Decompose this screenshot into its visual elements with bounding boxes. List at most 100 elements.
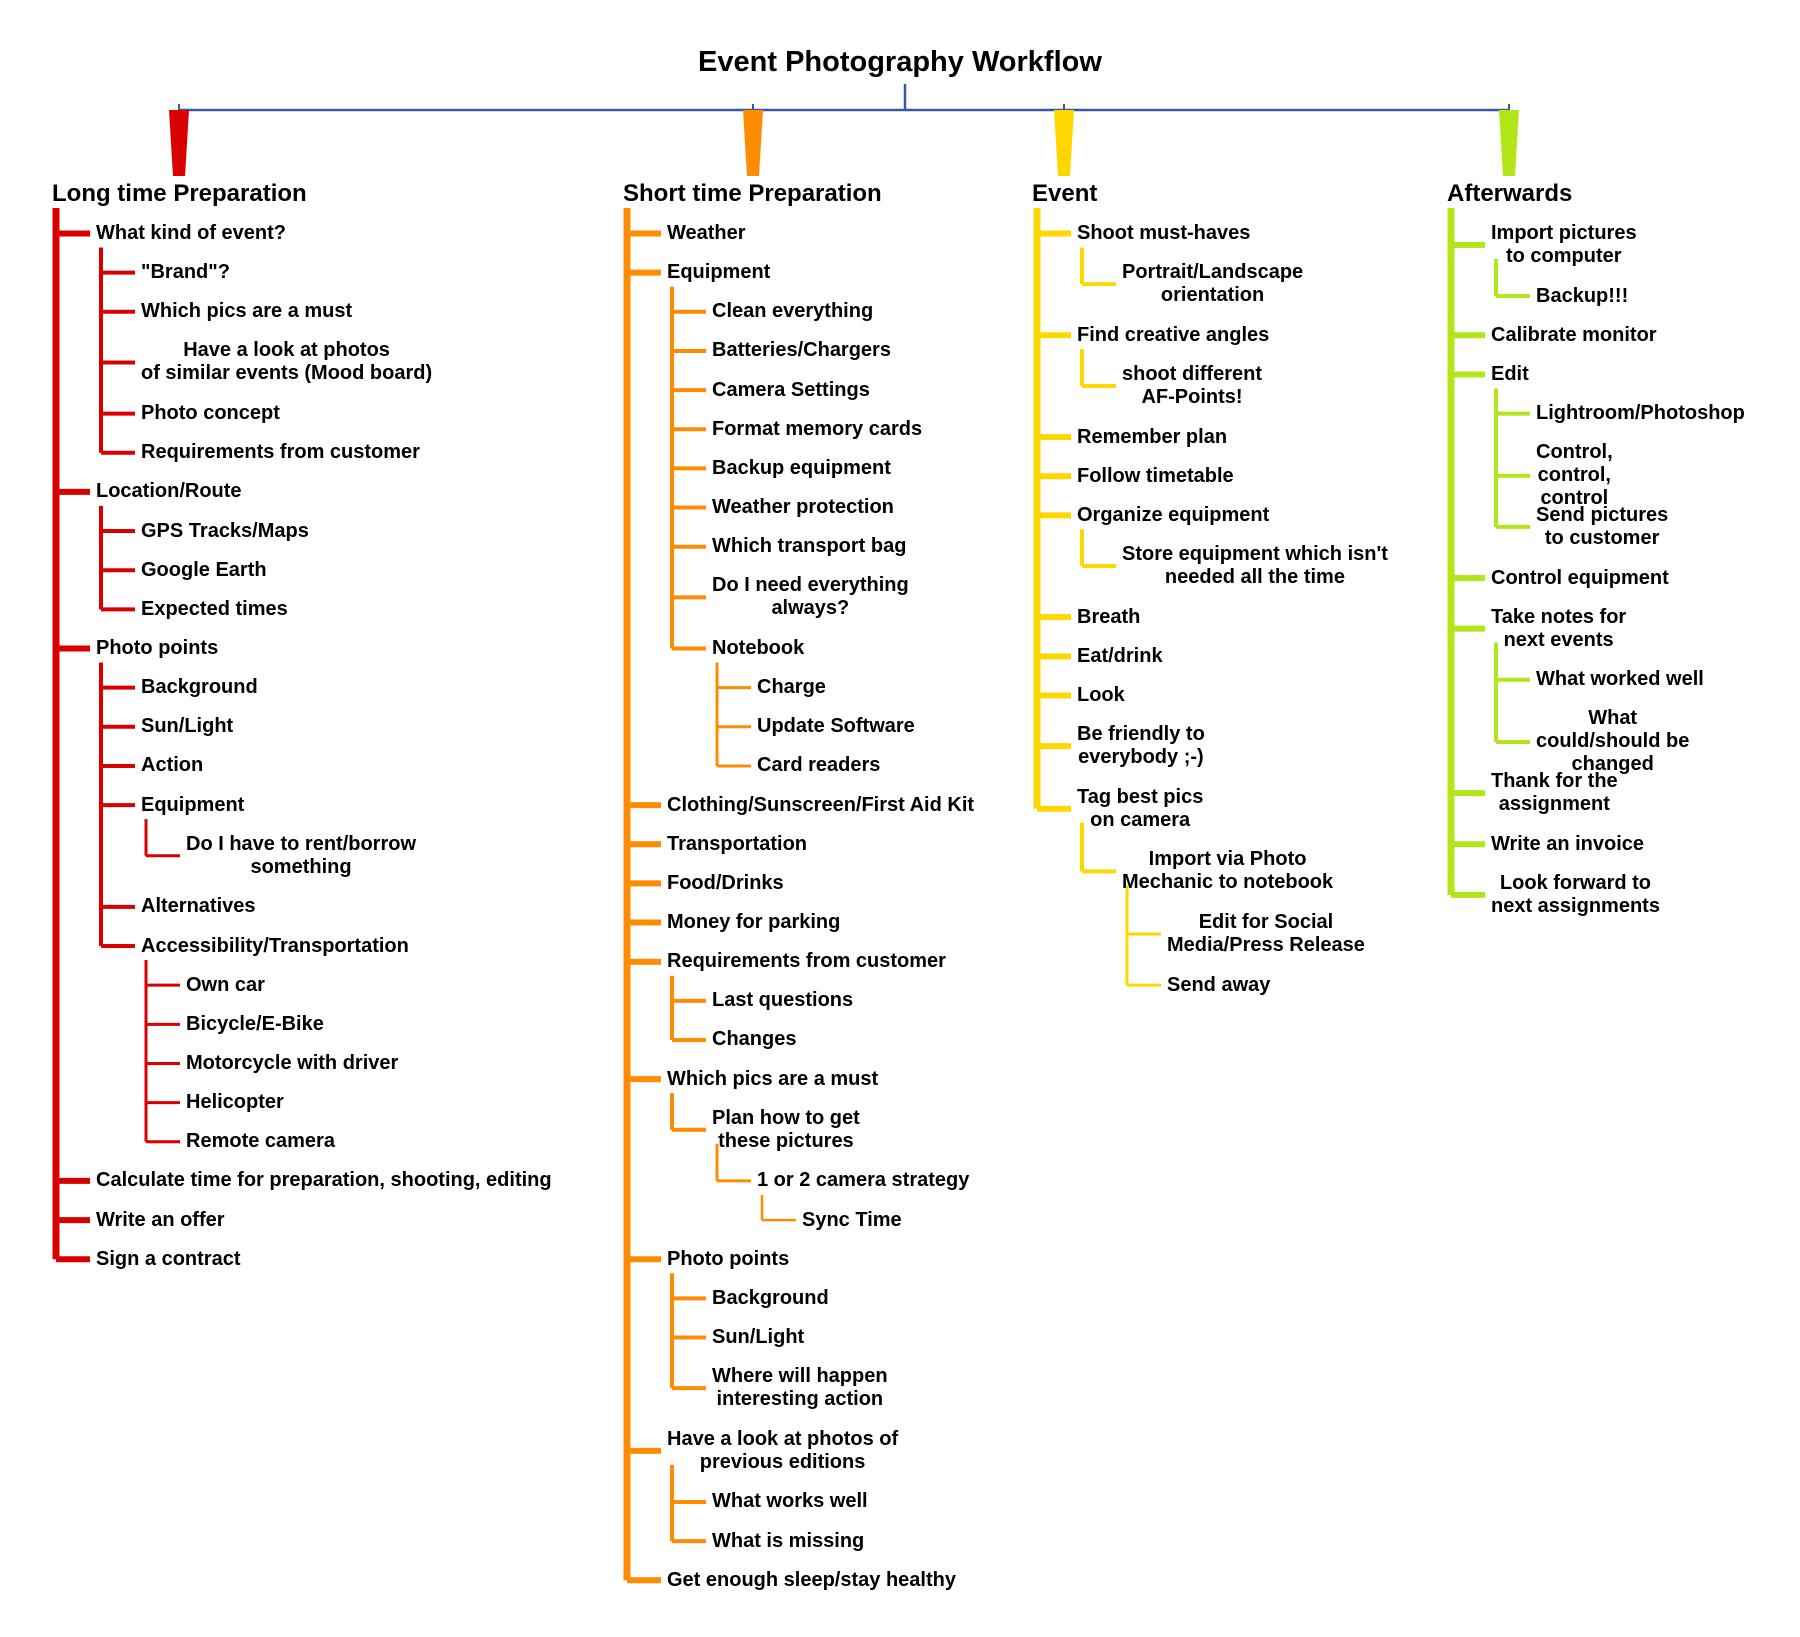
topic-node: Look forward to next assignments <box>1491 871 1660 917</box>
topic-node: Location/Route <box>96 480 242 503</box>
subtopic-node: Send away <box>1167 973 1271 996</box>
subtopic-node: What could/should be changed <box>1536 707 1690 776</box>
branch-marker <box>169 110 189 176</box>
subtopic-node: Clean everything <box>712 300 874 323</box>
subtopic-node: Batteries/Chargers <box>712 339 891 362</box>
topic-node: Get enough sleep/stay healthy <box>667 1568 956 1591</box>
subtopic-node: Background <box>141 676 258 699</box>
subtopic-node: Do I have to rent/borrow something <box>186 832 417 878</box>
subtopic-node: Remote camera <box>186 1130 335 1153</box>
topic-node: Food/Drinks <box>667 871 784 894</box>
subtopic-node: Do I need everything always? <box>712 574 909 620</box>
topic-node: Transportation <box>667 832 808 855</box>
topic-node: Control equipment <box>1491 566 1669 589</box>
subtopic-node: Sun/Light <box>712 1326 805 1349</box>
topic-node: Requirements from customer <box>667 950 946 973</box>
topic-node: Photo points <box>96 636 219 659</box>
subtopic-node: Backup!!! <box>1536 284 1629 307</box>
subtopic-node: Expected times <box>141 597 288 620</box>
subtopic-node: Have a look at photos of similar events … <box>141 339 433 385</box>
topic-node: Take notes for next events <box>1491 605 1627 651</box>
subtopic-node: 1 or 2 camera strategy <box>757 1169 970 1192</box>
subtopic-node: Portrait/Landscape orientation <box>1122 261 1304 307</box>
topic-node: Have a look at photos of previous editio… <box>667 1427 899 1473</box>
subtopic-node: "Brand"? <box>141 261 230 284</box>
subtopic-node: Which transport bag <box>712 535 907 558</box>
topic-node: Follow timetable <box>1077 464 1234 487</box>
subtopic-node: Camera Settings <box>712 378 870 401</box>
subtopic-node: Sync Time <box>802 1208 902 1231</box>
topic-node: Photo points <box>667 1247 790 1270</box>
diagram-title: Event Photography Workflow <box>698 46 1102 78</box>
subtopic-node: Update Software <box>757 715 915 738</box>
subtopic-node: Send pictures to customer <box>1536 503 1669 549</box>
topic-node: Calculate time for preparation, shooting… <box>96 1169 552 1192</box>
topic-node: Write an invoice <box>1491 832 1645 855</box>
topic-node: Money for parking <box>667 911 841 934</box>
subtopic-node: Background <box>712 1286 829 1309</box>
branch-label: Afterwards <box>1447 180 1573 207</box>
topic-node: Import pictures to computer <box>1491 222 1637 267</box>
subtopic-node: Action <box>141 754 204 777</box>
topic-node: Write an offer <box>96 1208 225 1231</box>
subtopic-node: Sun/Light <box>141 715 234 738</box>
subtopic-node: Import via Photo Mechanic to notebook <box>1122 848 1334 894</box>
topic-node: Organize equipment <box>1077 503 1270 526</box>
subtopic-node: Plan how to get these pictures <box>712 1106 860 1152</box>
topic-node: Sign a contract <box>96 1247 241 1270</box>
branch-label: Short time Preparation <box>623 180 882 207</box>
subtopic-node: Control, control, control <box>1536 441 1613 510</box>
subtopic-node: Charge <box>757 676 826 699</box>
subtopic-node: Format memory cards <box>712 417 923 440</box>
subtopic-node: Bicycle/E-Bike <box>186 1012 324 1035</box>
topic-node: Which pics are a must <box>667 1067 879 1090</box>
subtopic-node: Changes <box>712 1028 797 1051</box>
topic-node: Look <box>1077 683 1125 706</box>
topic-node: Eat/drink <box>1077 644 1163 667</box>
subtopic-node: GPS Tracks/Maps <box>141 519 309 542</box>
topic-node: Find creative angles <box>1077 323 1270 346</box>
subtopic-node: What is missing <box>712 1529 865 1552</box>
topic-node: Clothing/Sunscreen/First Aid Kit <box>667 793 975 816</box>
subtopic-node: Accessibility/Transportation <box>141 934 409 957</box>
topic-node: Calibrate monitor <box>1491 323 1657 346</box>
subtopic-node: Where will happen interesting action <box>712 1365 888 1411</box>
topic-node: Weather <box>667 222 746 244</box>
topic-node: Breath <box>1077 605 1141 628</box>
branch-label: Long time Preparation <box>52 180 307 207</box>
subtopic-node: What worked well <box>1536 668 1704 691</box>
subtopic-node: Requirements from customer <box>141 441 420 464</box>
subtopic-node: Edit for Social Media/Press Release <box>1167 911 1365 957</box>
topic-node: Remember plan <box>1077 425 1228 448</box>
subtopic-node: Equipment <box>141 793 245 816</box>
subtopic-node: Own car <box>186 973 265 996</box>
topic-node: Edit <box>1491 362 1529 385</box>
topic-node: Tag best pics on camera <box>1077 785 1204 831</box>
subtopic-node: Alternatives <box>141 895 256 918</box>
subtopic-node: Store equipment which isn't needed all t… <box>1122 543 1388 589</box>
branch-label: Event <box>1032 180 1098 207</box>
topic-node: Equipment <box>667 261 771 284</box>
branch-marker <box>1054 110 1074 176</box>
branch-marker <box>1499 110 1519 176</box>
subtopic-node: Lightroom/Photoshop <box>1536 402 1745 425</box>
subtopic-node: Photo concept <box>141 402 280 425</box>
topic-node: Thank for the assignment <box>1491 770 1618 816</box>
branch-marker <box>743 110 763 176</box>
subtopic-node: shoot different AF-Points! <box>1122 362 1262 408</box>
topic-node: Be friendly to everybody ;-) <box>1077 723 1205 769</box>
subtopic-node: Motorcycle with driver <box>186 1051 399 1074</box>
subtopic-node: What works well <box>712 1490 868 1513</box>
subtopic-node: Last questions <box>712 989 854 1012</box>
subtopic-node: Notebook <box>712 636 805 659</box>
subtopic-node: Helicopter <box>186 1091 284 1114</box>
subtopic-node: Google Earth <box>141 558 267 581</box>
topic-node: What kind of event? <box>96 222 286 244</box>
topic-node: Shoot must-haves <box>1077 222 1251 244</box>
subtopic-node: Backup equipment <box>712 456 891 479</box>
subtopic-node: Which pics are a must <box>141 300 353 323</box>
subtopic-node: Card readers <box>757 754 881 777</box>
subtopic-node: Weather protection <box>712 496 894 519</box>
